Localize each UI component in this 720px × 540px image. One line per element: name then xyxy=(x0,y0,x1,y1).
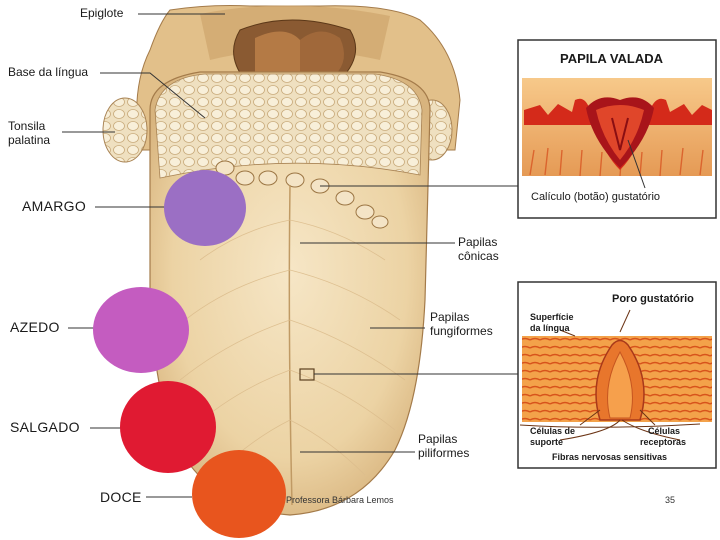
label-superficie: Superfície xyxy=(530,312,574,322)
label-da-lingua: da língua xyxy=(530,323,570,333)
label-base-lingua: Base da língua xyxy=(8,65,89,79)
label-epiglote: Epiglote xyxy=(80,6,124,20)
taste-zone-azedo xyxy=(93,287,189,373)
label-fibras-nervosas: Fibras nervosas sensitivas xyxy=(552,452,668,462)
papila-valada-illustration xyxy=(522,78,712,189)
taste-label-amargo: AMARGO xyxy=(22,198,87,214)
label-palatina: palatina xyxy=(8,133,51,147)
label-papilas-fungiformes: Papilas xyxy=(430,310,470,324)
label-fungiformes: fungiformes xyxy=(430,324,493,338)
label-papilas-piliformes: Papilas xyxy=(418,432,458,446)
taste-zone-doce xyxy=(192,450,286,538)
taste-label-doce: DOCE xyxy=(100,489,142,505)
label-poro-gustatorio: Poro gustatório xyxy=(612,293,694,305)
label-receptoras: receptoras xyxy=(640,437,687,447)
page-number: 35 xyxy=(665,495,676,505)
taste-label-salgado: SALGADO xyxy=(10,419,80,435)
taste-zone-salgado xyxy=(120,381,216,473)
label-suporte: suporte xyxy=(530,437,564,447)
label-papilas-conicas: Papilas xyxy=(458,235,498,249)
label-conicas: cônicas xyxy=(458,249,499,263)
caption-caliculo: Calículo (botão) gustatório xyxy=(531,191,661,203)
label-celulas-suporte: Células de xyxy=(530,426,576,436)
label-celulas-receptoras: Células xyxy=(648,426,681,436)
label-tonsila: Tonsila xyxy=(8,119,46,133)
footer-author: Professora Bárbara Lemos xyxy=(286,495,394,505)
panel-title-papila-valada: PAPILA VALADA xyxy=(560,51,664,66)
taste-label-azedo: AZEDO xyxy=(10,319,60,335)
label-piliformes: piliformes xyxy=(418,446,470,460)
taste-zone-amargo xyxy=(164,170,246,246)
